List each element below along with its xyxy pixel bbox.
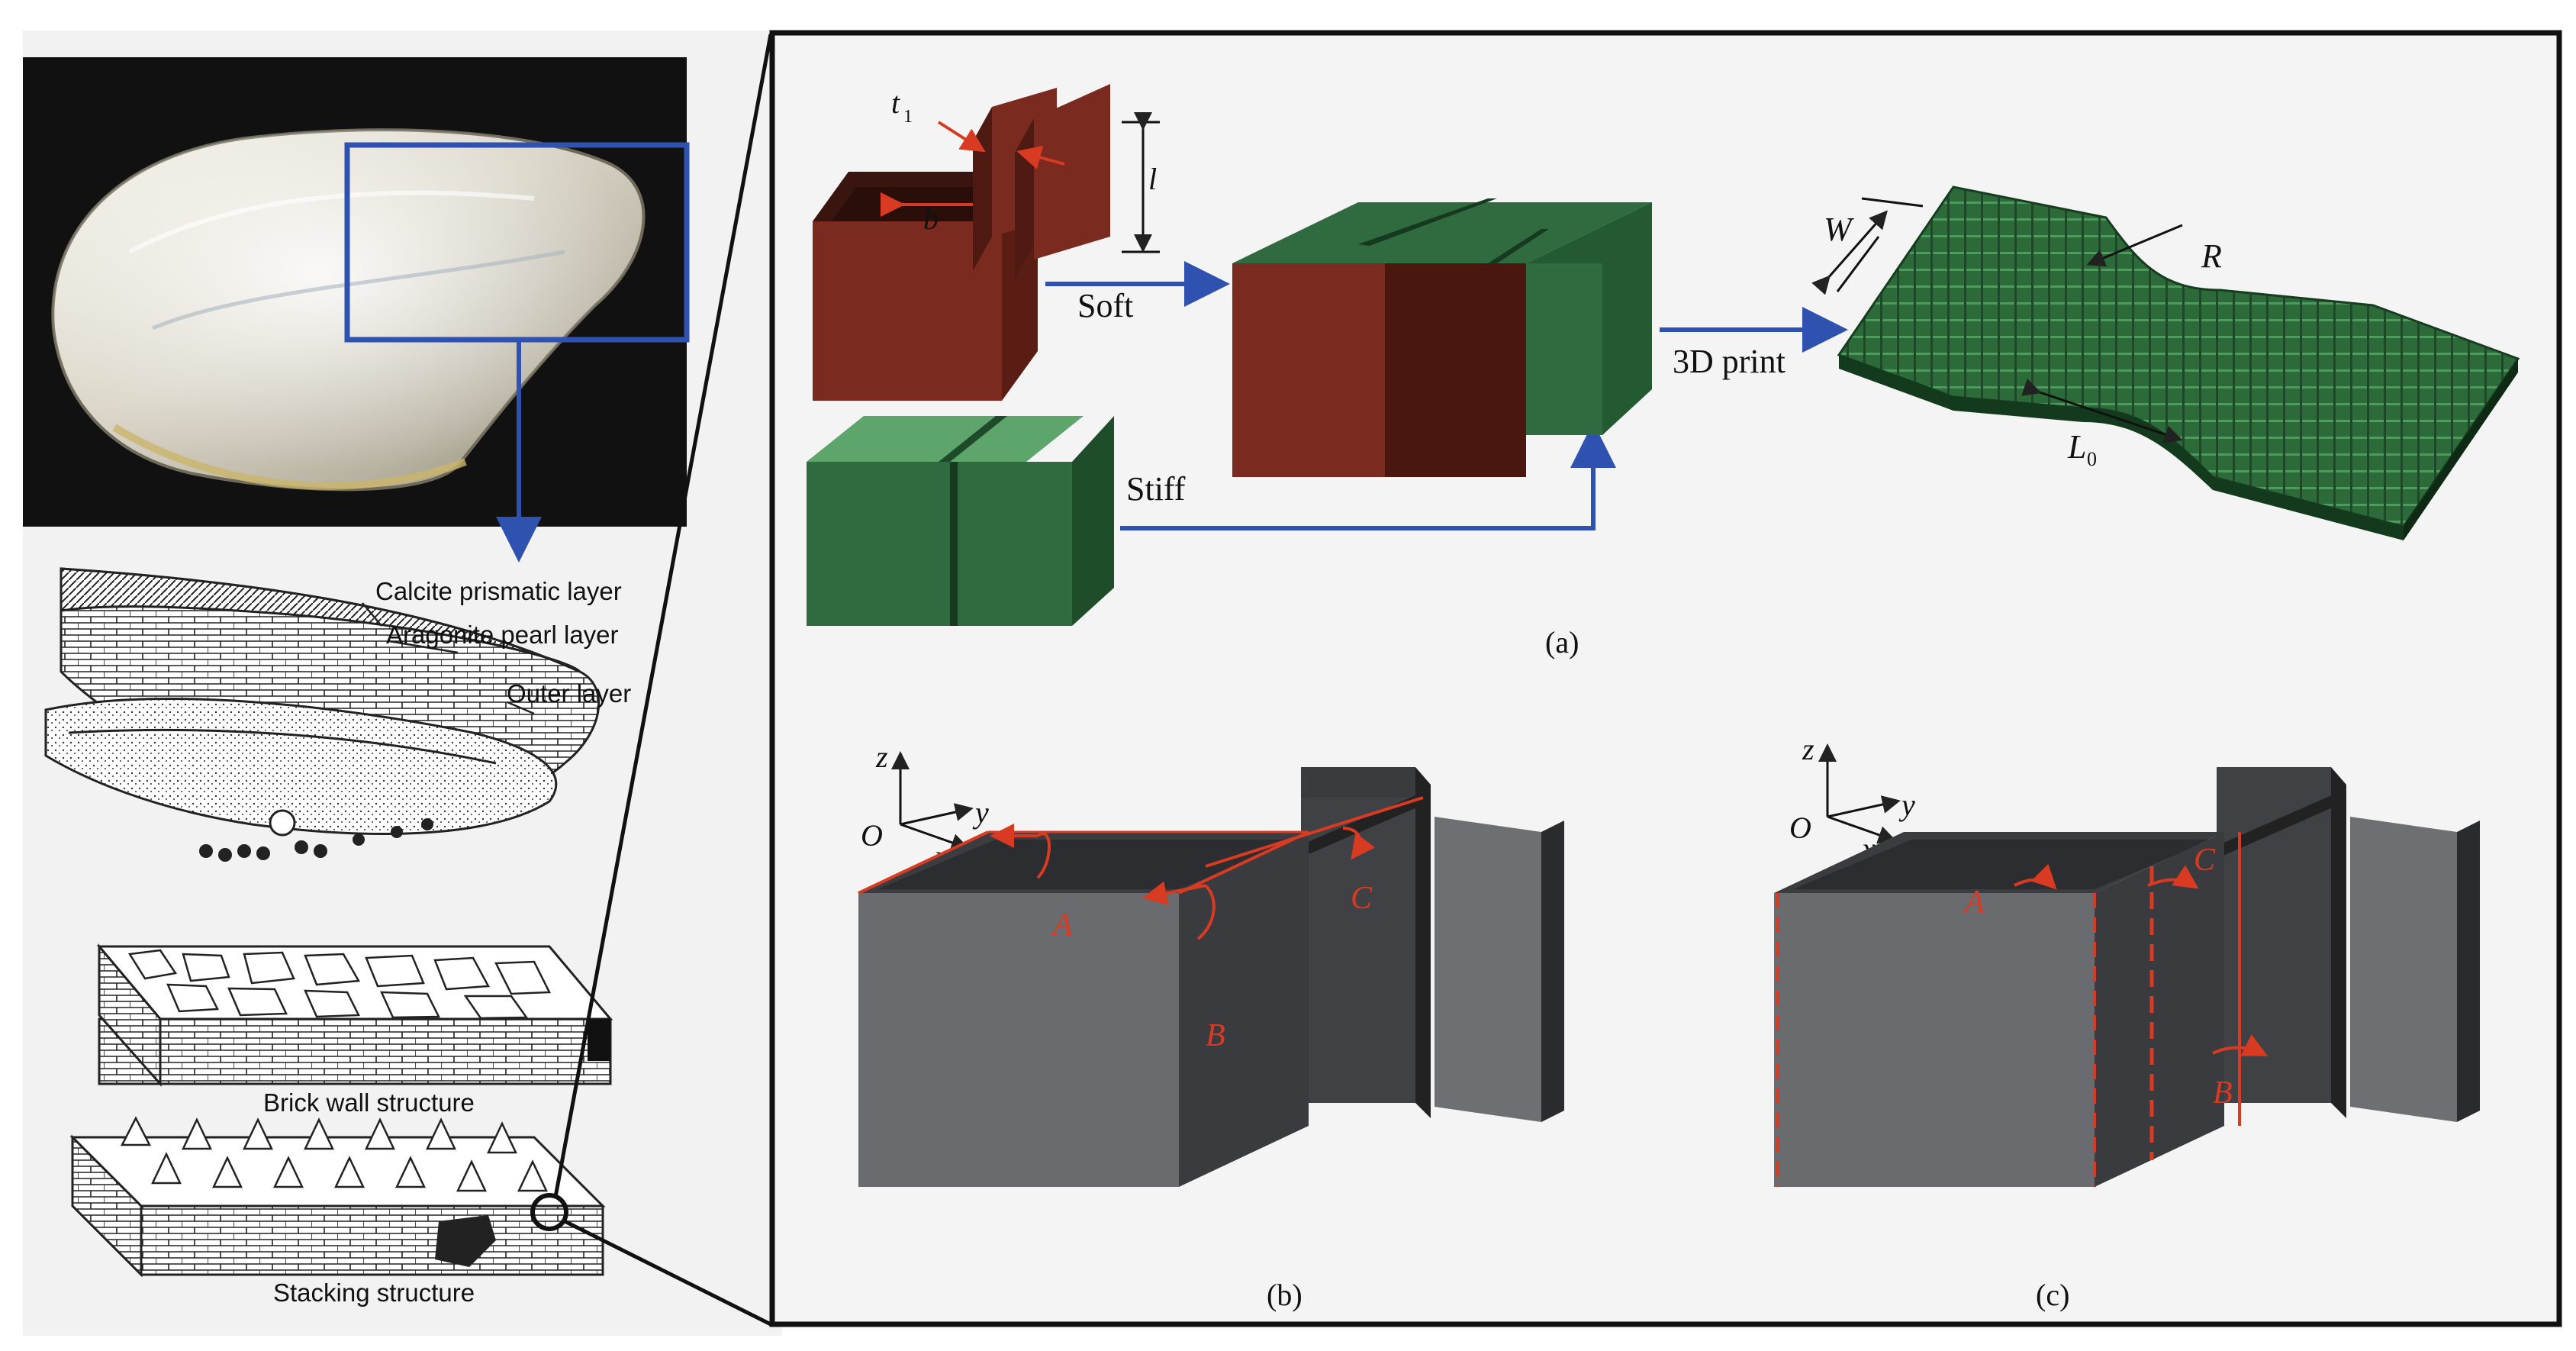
axis-o-c: O (1789, 811, 1811, 845)
label-aragonite: Aragonite pearl layer (386, 621, 619, 649)
panel-b: z y x O A B C (b) (858, 740, 1564, 1312)
point-a-c: A (1963, 885, 1985, 920)
axis-y-c: y (1898, 788, 1915, 822)
panel-a: b t 1 l Soft Stiff (807, 84, 2520, 659)
point-a-b: A (1051, 908, 1073, 943)
print-label: 3D print (1673, 343, 1785, 380)
shell-cross-section (44, 567, 601, 862)
axis-y-b: y (972, 795, 989, 830)
stiff-unit (807, 416, 1114, 626)
dim-l0-subscript: 0 (2087, 448, 2097, 470)
unit-cell-c (1774, 767, 2480, 1187)
caption-c: (c) (2036, 1278, 2069, 1312)
dim-b: b (923, 202, 939, 236)
panel-c: z y x O A B C (c) (1774, 732, 2480, 1312)
stiff-arrow (1120, 422, 1616, 530)
axis-z-b: z (875, 740, 888, 774)
point-c-c: C (2194, 843, 2216, 878)
axis-z-c: z (1802, 732, 1814, 766)
dim-t1-subscript: 1 (903, 107, 913, 127)
label-stacking: Stacking structure (273, 1278, 475, 1307)
unit-cell-b (858, 767, 1564, 1187)
axes-c (1818, 743, 1901, 844)
combined-unit (1232, 198, 1652, 477)
shell-photo (23, 57, 690, 563)
label-brick-wall: Brick wall structure (263, 1088, 475, 1117)
stiff-label: Stiff (1126, 470, 1186, 508)
stacking-block (69, 1116, 606, 1278)
zoom-circle (530, 1193, 568, 1231)
label-calcite: Calcite prismatic layer (375, 577, 622, 605)
brick-wall-block (96, 943, 613, 1087)
soft-label: Soft (1077, 287, 1133, 324)
zoom-line-bottom (563, 1219, 772, 1327)
caption-b: (b) (1267, 1278, 1302, 1312)
label-outer: Outer layer (507, 679, 631, 708)
soft-unit-walls (937, 84, 1160, 279)
point-b-c: B (2213, 1075, 2233, 1111)
dim-r: R (2201, 237, 2222, 275)
dim-l0: L (2067, 428, 2086, 466)
zoom-line-top (553, 34, 773, 1198)
dim-l: l (1148, 162, 1157, 196)
point-b-b: B (1206, 1018, 1225, 1053)
dim-w: W (1824, 211, 1854, 248)
dim-t1: t (891, 85, 900, 120)
axis-o-b: O (861, 818, 883, 853)
axes-b (891, 751, 974, 852)
point-c-b: C (1351, 881, 1373, 916)
left-panel: Calcite prismatic layer Aragonite pearl … (23, 31, 782, 1336)
caption-a: (a) (1545, 625, 1579, 659)
